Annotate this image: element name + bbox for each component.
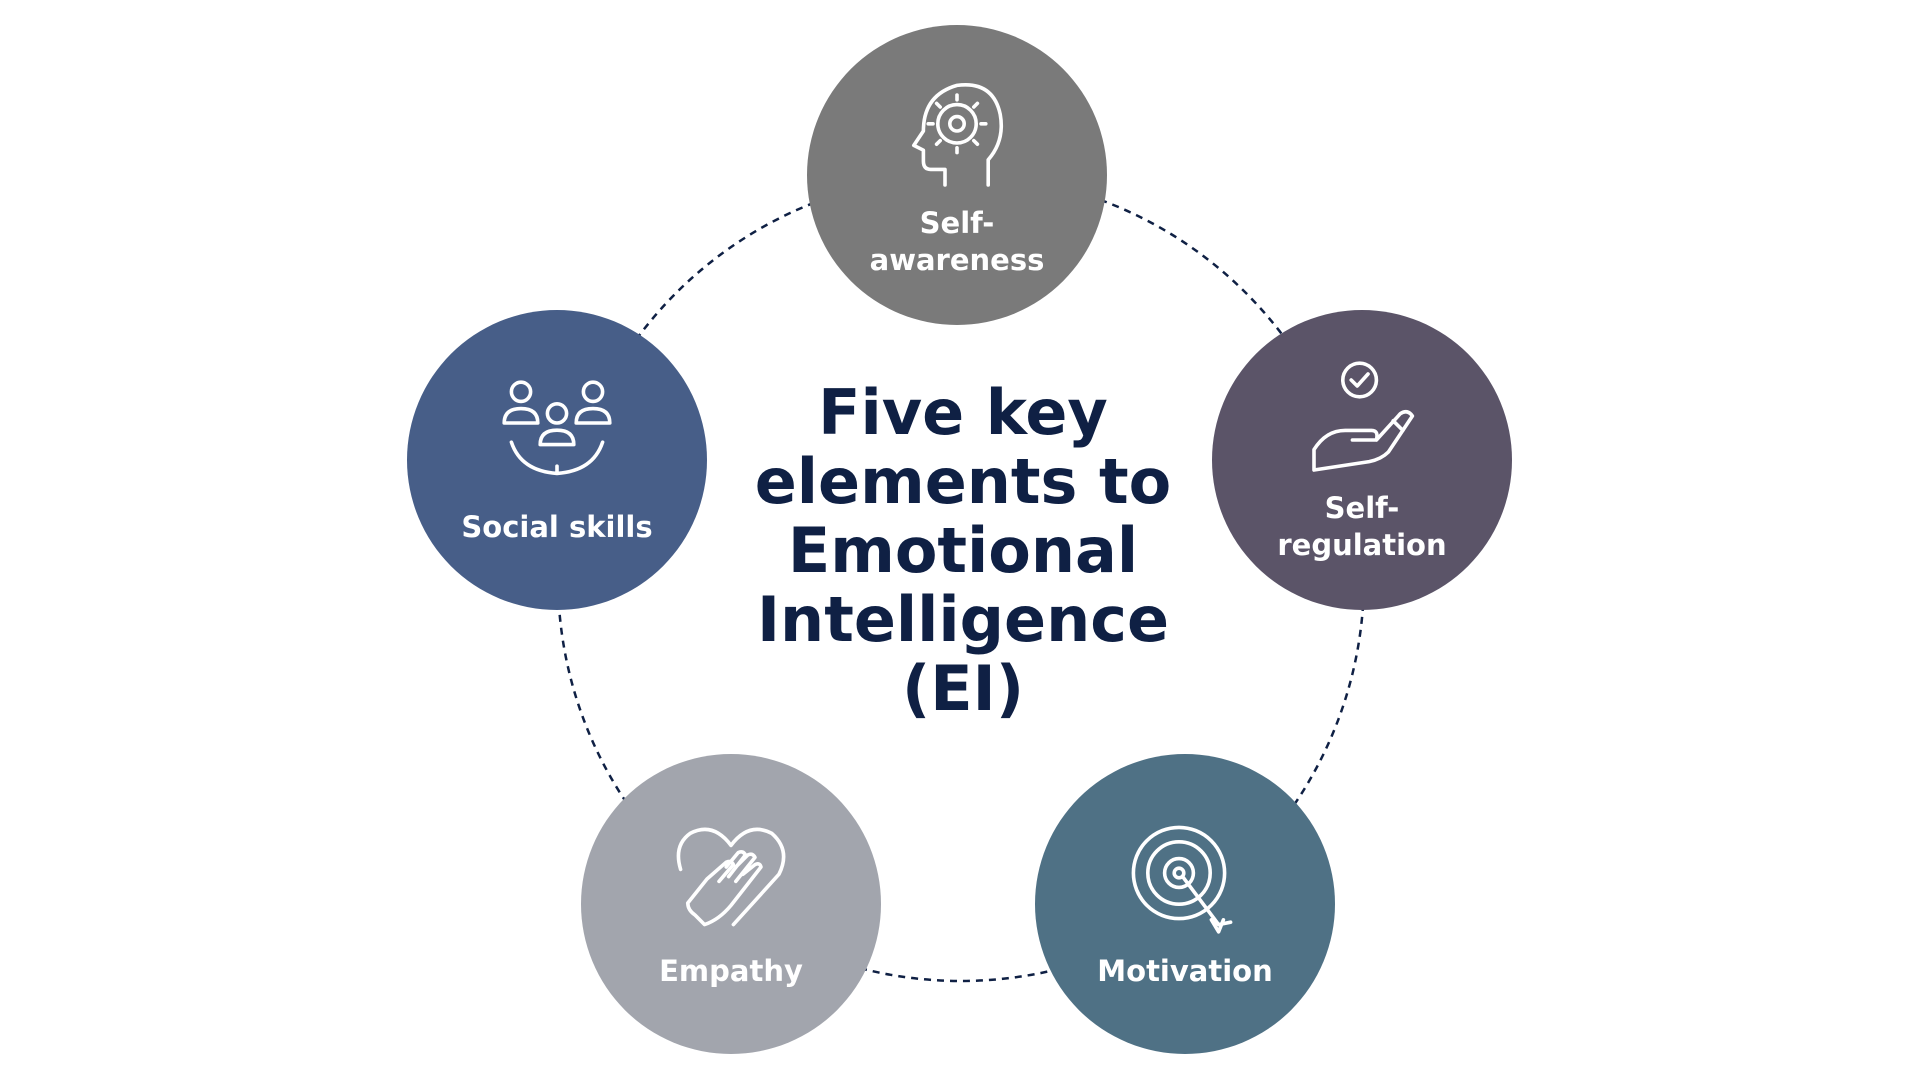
heart-hand-icon (676, 827, 786, 926)
target-arrow-icon (1131, 825, 1233, 934)
element-label: Self-awareness (869, 206, 1045, 277)
element-empathy: Empathy (581, 754, 881, 1054)
element-label: Motivation (1097, 953, 1273, 988)
element-social-skills: Social skills (407, 310, 707, 610)
element-label: Social skills (461, 509, 653, 544)
element-label: Self-regulation (1277, 491, 1447, 562)
people-group-icon (502, 379, 612, 475)
hand-check-icon (1312, 361, 1415, 472)
element-self-awareness: Self-awareness (807, 25, 1107, 325)
head-gear-brain-icon (912, 83, 1004, 187)
element-self-regulation: Self-regulation (1212, 310, 1512, 610)
diagram-title: Five key elements to Emotional Intellige… (754, 376, 1172, 725)
element-label: Empathy (659, 953, 803, 988)
element-motivation: Motivation (1035, 754, 1335, 1054)
